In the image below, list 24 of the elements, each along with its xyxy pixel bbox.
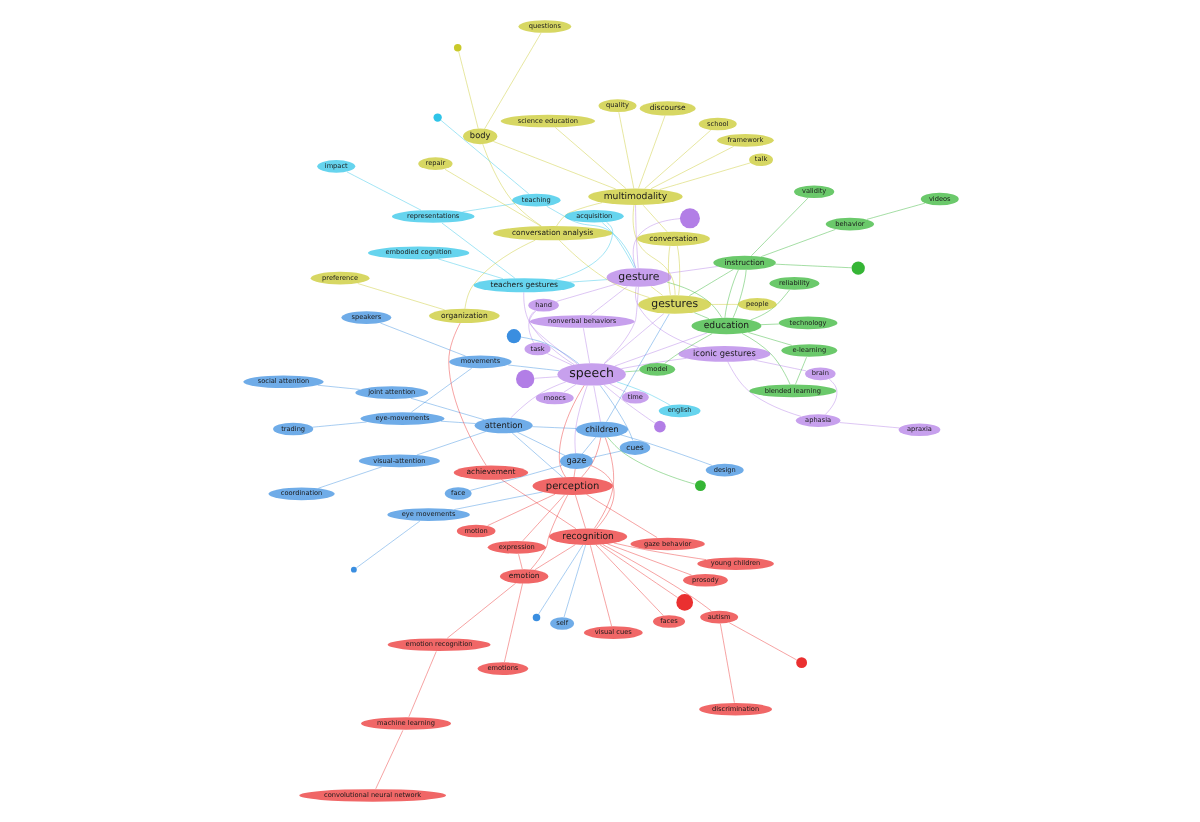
node-circle xyxy=(694,480,705,492)
connector xyxy=(558,385,584,478)
connector xyxy=(759,323,779,325)
node-circle xyxy=(515,369,534,389)
connector xyxy=(634,286,699,348)
node-circle xyxy=(850,261,864,275)
node-circle xyxy=(432,113,441,122)
connector xyxy=(439,119,529,195)
connector xyxy=(572,468,575,478)
connector xyxy=(693,312,709,320)
node-circle xyxy=(795,657,807,669)
connector xyxy=(649,286,662,296)
node-circle xyxy=(349,566,356,573)
connector xyxy=(558,239,649,298)
node-circle xyxy=(505,329,520,344)
connector xyxy=(623,370,639,373)
node-circle xyxy=(531,613,540,622)
node-circle xyxy=(653,420,665,433)
node-circle xyxy=(452,43,461,52)
node-circle xyxy=(678,208,699,229)
connector xyxy=(517,553,522,570)
connector xyxy=(443,169,541,227)
node-circle xyxy=(675,594,693,611)
connector xyxy=(562,384,576,393)
